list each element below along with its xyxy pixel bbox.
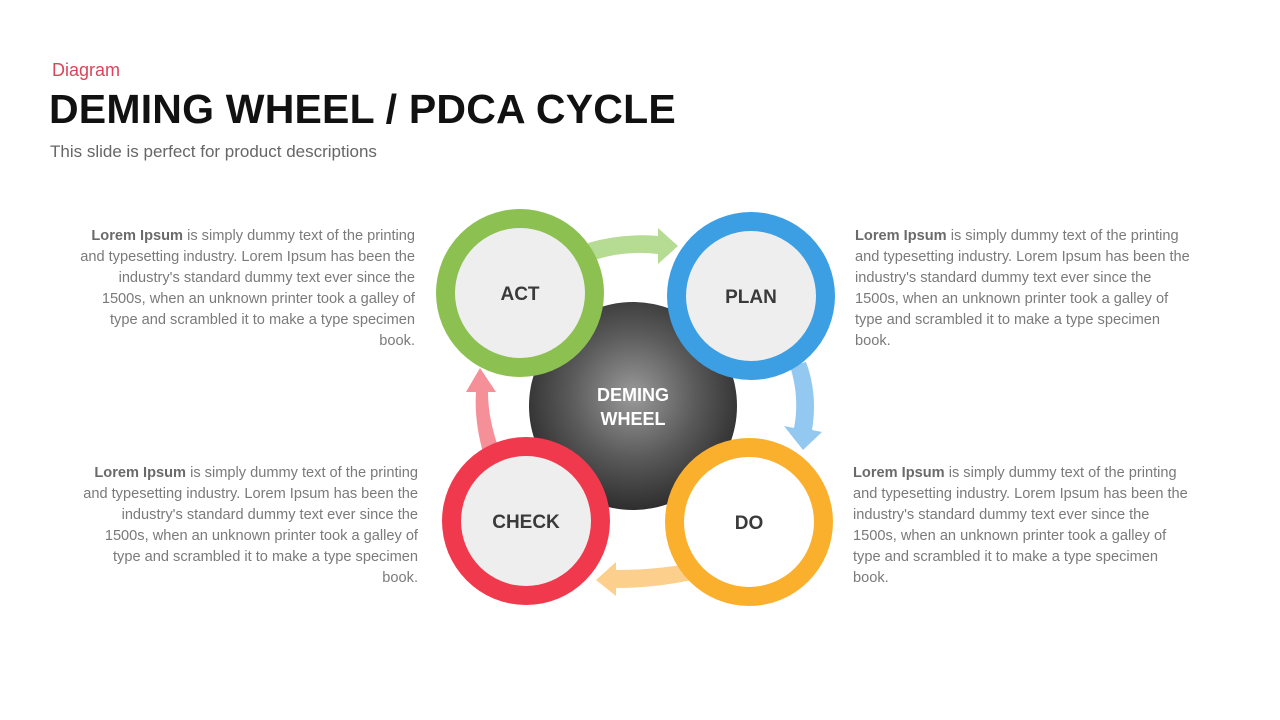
description-plan: Lorem Ipsum is simply dummy text of the … bbox=[855, 226, 1191, 352]
slide-eyebrow: Diagram bbox=[52, 60, 121, 80]
node-plan-center bbox=[686, 231, 816, 361]
hub-label-line1: DEMING bbox=[597, 385, 669, 405]
node-do-center bbox=[684, 457, 814, 587]
node-do: DO bbox=[665, 438, 833, 606]
arrow-do-to-check-body bbox=[596, 562, 692, 596]
description-do-body: is simply dummy text of the printing and… bbox=[853, 465, 1188, 586]
description-act: Lorem Ipsum is simply dummy text of the … bbox=[79, 226, 415, 352]
slide-subtitle: This slide is perfect for product descri… bbox=[50, 142, 377, 161]
arrow-act-to-plan bbox=[588, 228, 678, 264]
node-plan: PLAN bbox=[667, 212, 835, 380]
node-do-label: DO bbox=[735, 513, 764, 534]
node-check: CHECK bbox=[442, 437, 610, 605]
description-act-lead: Lorem Ipsum bbox=[91, 228, 184, 244]
arrow-act-to-plan-body bbox=[588, 228, 678, 264]
node-plan-label: PLAN bbox=[725, 287, 777, 308]
node-act-label: ACT bbox=[500, 284, 539, 305]
arrow-plan-to-do-body bbox=[784, 362, 822, 450]
description-check-body: is simply dummy text of the printing and… bbox=[83, 465, 418, 586]
description-check-lead: Lorem Ipsum bbox=[94, 465, 187, 481]
description-plan-lead: Lorem Ipsum bbox=[855, 228, 947, 244]
arrow-plan-to-do bbox=[784, 362, 822, 450]
arrow-check-to-act bbox=[466, 368, 500, 456]
description-act-body: is simply dummy text of the printing and… bbox=[80, 228, 415, 349]
node-check-center bbox=[461, 456, 591, 586]
arrow-do-to-check bbox=[596, 562, 692, 596]
slide-title: DEMING WHEEL / PDCA CYCLE bbox=[49, 86, 676, 132]
node-check-label: CHECK bbox=[492, 512, 560, 533]
description-do: Lorem Ipsum is simply dummy text of the … bbox=[853, 463, 1189, 589]
node-act: ACT bbox=[436, 209, 604, 377]
hub-label-line2: WHEEL bbox=[601, 409, 666, 429]
description-check: Lorem Ipsum is simply dummy text of the … bbox=[82, 463, 418, 589]
arrow-check-to-act-body bbox=[466, 368, 500, 456]
description-plan-body: is simply dummy text of the printing and… bbox=[855, 228, 1190, 349]
node-act-center bbox=[455, 228, 585, 358]
description-do-lead: Lorem Ipsum bbox=[853, 465, 945, 481]
